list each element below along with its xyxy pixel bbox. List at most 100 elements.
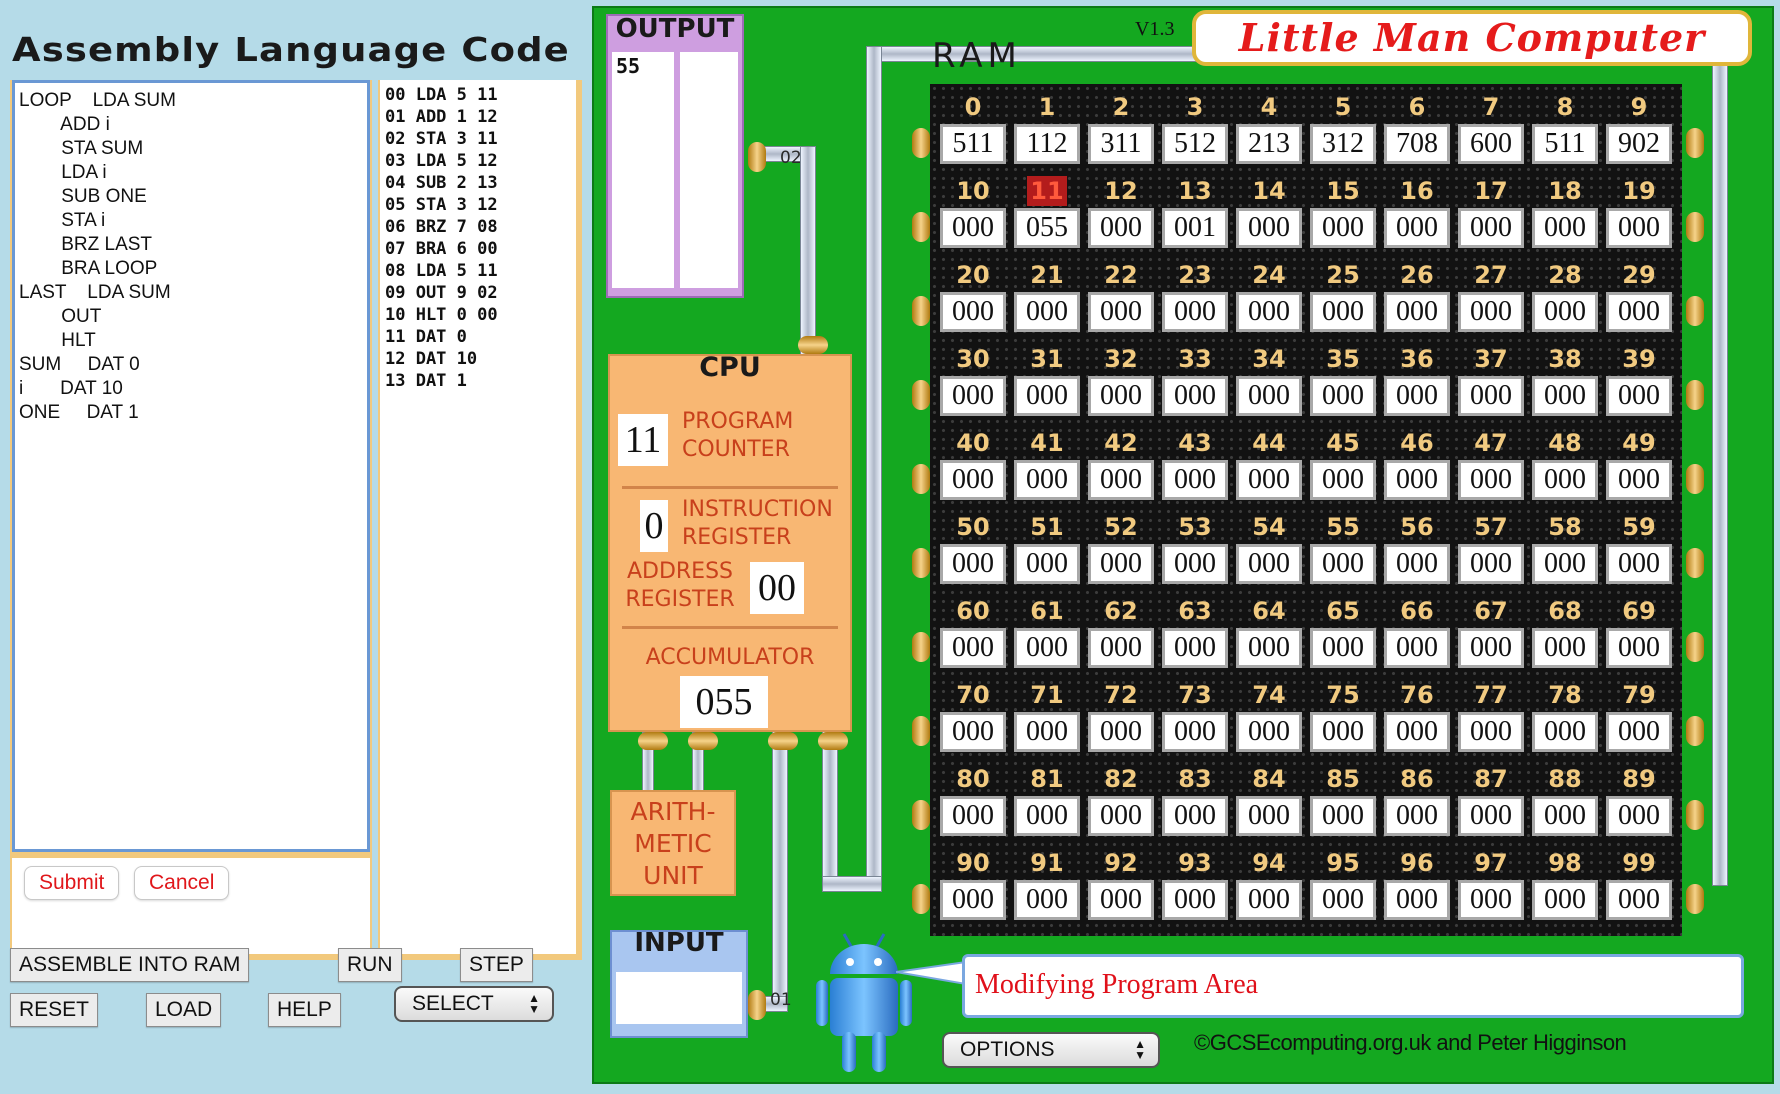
ram-cell[interactable]: 902	[1606, 124, 1672, 164]
ram-cell[interactable]: 708	[1384, 124, 1450, 164]
ram-cell[interactable]: 000	[1162, 292, 1228, 332]
ram-cell[interactable]: 000	[1088, 880, 1154, 920]
ram-cell[interactable]: 000	[1162, 628, 1228, 668]
ram-cell[interactable]: 000	[1532, 796, 1598, 836]
ram-cell[interactable]: 000	[1310, 292, 1376, 332]
ram-cell[interactable]: 000	[1606, 796, 1672, 836]
ram-cell[interactable]: 000	[1384, 628, 1450, 668]
ram-cell[interactable]: 001	[1162, 208, 1228, 248]
ram-cell[interactable]: 000	[1384, 376, 1450, 416]
select-dropdown[interactable]: SELECT ▲▼	[394, 986, 554, 1022]
ram-cell[interactable]: 000	[1310, 796, 1376, 836]
ram-cell[interactable]: 000	[940, 208, 1006, 248]
ram-cell[interactable]: 000	[1088, 628, 1154, 668]
ram-cell[interactable]: 600	[1458, 124, 1524, 164]
ram-cell[interactable]: 512	[1162, 124, 1228, 164]
ram-cell[interactable]: 000	[1236, 628, 1302, 668]
ram-cell[interactable]: 000	[1384, 208, 1450, 248]
ram-cell[interactable]: 311	[1088, 124, 1154, 164]
ram-cell[interactable]: 000	[1088, 292, 1154, 332]
ram-cell[interactable]: 000	[1310, 712, 1376, 752]
ram-cell[interactable]: 000	[1532, 880, 1598, 920]
ram-cell[interactable]: 000	[1384, 460, 1450, 500]
ram-cell[interactable]: 000	[1088, 544, 1154, 584]
ram-cell[interactable]: 000	[1236, 544, 1302, 584]
ram-cell[interactable]: 000	[1458, 628, 1524, 668]
ram-cell[interactable]: 000	[1606, 376, 1672, 416]
ram-cell[interactable]: 511	[1532, 124, 1598, 164]
ram-cell[interactable]: 000	[1532, 460, 1598, 500]
ram-cell[interactable]: 112	[1014, 124, 1080, 164]
ram-cell[interactable]: 000	[1532, 292, 1598, 332]
ram-cell[interactable]: 000	[1310, 628, 1376, 668]
ram-cell[interactable]: 000	[1532, 208, 1598, 248]
ram-cell[interactable]: 000	[1458, 880, 1524, 920]
ram-cell[interactable]: 000	[1236, 208, 1302, 248]
ram-cell[interactable]: 000	[1458, 460, 1524, 500]
ram-cell[interactable]: 000	[1236, 376, 1302, 416]
assemble-into-ram-button[interactable]: ASSEMBLE INTO RAM	[10, 948, 250, 982]
ram-cell[interactable]: 000	[1014, 628, 1080, 668]
ram-cell[interactable]: 000	[1162, 796, 1228, 836]
reset-button[interactable]: RESET	[10, 993, 99, 1027]
ram-cell[interactable]: 000	[1088, 208, 1154, 248]
input-field[interactable]	[616, 972, 742, 1024]
ram-cell[interactable]: 511	[940, 124, 1006, 164]
ram-cell[interactable]: 000	[1384, 712, 1450, 752]
ram-cell[interactable]: 000	[940, 796, 1006, 836]
ram-cell[interactable]: 000	[1606, 292, 1672, 332]
options-dropdown[interactable]: OPTIONS ▲▼	[942, 1032, 1160, 1068]
ram-cell[interactable]: 000	[1014, 796, 1080, 836]
ram-cell[interactable]: 000	[1088, 460, 1154, 500]
ram-cell[interactable]: 000	[1458, 376, 1524, 416]
ram-cell[interactable]: 000	[1014, 712, 1080, 752]
ram-cell[interactable]: 000	[1606, 880, 1672, 920]
ram-cell[interactable]: 000	[940, 460, 1006, 500]
ram-cell[interactable]: 000	[1606, 712, 1672, 752]
ram-cell[interactable]: 000	[1014, 292, 1080, 332]
ram-cell[interactable]: 000	[940, 376, 1006, 416]
ram-cell[interactable]: 000	[1384, 880, 1450, 920]
ram-cell[interactable]: 000	[1014, 880, 1080, 920]
ram-cell[interactable]: 000	[1310, 544, 1376, 584]
ram-cell[interactable]: 000	[1532, 376, 1598, 416]
ram-cell[interactable]: 000	[1458, 796, 1524, 836]
ram-cell[interactable]: 000	[1310, 376, 1376, 416]
ram-cell[interactable]: 000	[1162, 376, 1228, 416]
ram-cell[interactable]: 000	[1606, 544, 1672, 584]
ram-cell[interactable]: 000	[940, 712, 1006, 752]
ram-cell[interactable]: 000	[1162, 712, 1228, 752]
ram-cell[interactable]: 000	[940, 880, 1006, 920]
ram-cell[interactable]: 000	[1310, 460, 1376, 500]
ram-cell[interactable]: 000	[1458, 208, 1524, 248]
ram-cell[interactable]: 000	[1236, 880, 1302, 920]
ram-cell[interactable]: 000	[1532, 544, 1598, 584]
ram-cell[interactable]: 213	[1236, 124, 1302, 164]
ram-cell[interactable]: 000	[1384, 796, 1450, 836]
ram-cell[interactable]: 000	[1606, 208, 1672, 248]
ram-cell[interactable]: 312	[1310, 124, 1376, 164]
run-button[interactable]: RUN	[338, 948, 402, 982]
ram-cell[interactable]: 000	[1014, 376, 1080, 416]
ram-cell[interactable]: 000	[1162, 880, 1228, 920]
ram-cell[interactable]: 000	[1458, 712, 1524, 752]
help-button[interactable]: HELP	[268, 993, 341, 1027]
ram-cell[interactable]: 000	[1088, 376, 1154, 416]
load-button[interactable]: LOAD	[146, 993, 222, 1027]
step-button[interactable]: STEP	[460, 948, 533, 982]
ram-cell[interactable]: 000	[1532, 628, 1598, 668]
ram-cell[interactable]: 000	[1162, 544, 1228, 584]
ram-cell[interactable]: 000	[1384, 292, 1450, 332]
ram-cell[interactable]: 000	[940, 628, 1006, 668]
assembly-code-editor[interactable]	[12, 80, 370, 852]
ram-cell[interactable]: 000	[1458, 544, 1524, 584]
ram-cell[interactable]: 000	[1236, 796, 1302, 836]
ram-cell[interactable]: 000	[1236, 292, 1302, 332]
ram-cell[interactable]: 000	[1458, 292, 1524, 332]
ram-cell[interactable]: 000	[1236, 712, 1302, 752]
ram-cell[interactable]: 000	[1014, 544, 1080, 584]
ram-cell[interactable]: 000	[1014, 460, 1080, 500]
submit-button[interactable]: Submit	[24, 866, 120, 900]
ram-cell[interactable]: 000	[1532, 712, 1598, 752]
ram-cell[interactable]: 000	[1606, 460, 1672, 500]
